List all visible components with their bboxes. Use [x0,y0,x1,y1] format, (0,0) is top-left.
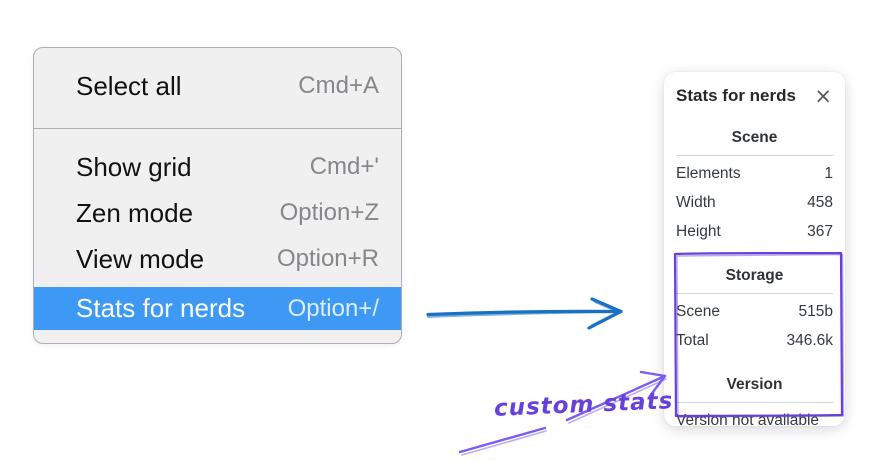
blue-arrow [426,297,623,330]
close-icon[interactable]: × [814,84,832,108]
menu-item-label: View mode [76,243,205,274]
stat-label: Scene [676,303,720,320]
stat-row-width: Width 458 [676,188,833,217]
menu-item-label: Select all [76,70,182,101]
section-title-scene: Scene [676,129,833,156]
stat-row-scene: Scene 515b [676,297,833,326]
stat-row-elements: Elements 1 [676,159,833,188]
menu-item-shortcut: Option+/ [287,294,379,322]
menu-item-shortcut: Cmd+A [298,72,379,99]
section-title-version: Version [676,376,833,403]
stat-value: 346.6k [786,332,833,349]
menu-item-shortcut: Cmd+' [309,153,379,180]
stat-value: 1 [824,165,833,182]
menu-item-label: Show grid [76,151,192,182]
menu-item-shortcut: Option+R [276,245,379,272]
menu-item-view-mode[interactable]: View mode Option+R [34,236,401,282]
menu-item-label: Zen mode [76,197,194,228]
stat-value: 458 [807,194,833,211]
menu-item-stats-for-nerds[interactable]: Stats for nerds Option+/ [34,287,401,330]
menu-item-show-grid[interactable]: Show grid Cmd+' [34,144,401,190]
menu-item-select-all[interactable]: Select all Cmd+A [34,63,401,109]
menu-divider [34,128,401,129]
stat-value: 367 [807,223,833,240]
stat-label: Total [676,332,709,349]
stat-value: 515b [798,303,833,320]
stat-row-height: Height 367 [676,217,833,246]
stat-label: Elements [676,165,741,182]
section-title-storage: Storage [676,267,833,294]
stat-label: Width [676,194,716,211]
stat-row-total: Total 346.6k [676,326,833,355]
menu-item-shortcut: Option+Z [279,199,379,226]
stats-panel-title: Stats for nerds [676,86,796,105]
menu-item-label: Stats for nerds [76,293,246,323]
stat-label: Height [676,223,721,240]
menu-item-zen-mode[interactable]: Zen mode Option+Z [34,190,401,236]
section-rows-version: Version not available [676,406,833,435]
stats-panel-header: Stats for nerds × [676,85,833,107]
stat-note: Version not available [676,412,820,429]
custom-stats-label: custom stats [493,388,674,422]
